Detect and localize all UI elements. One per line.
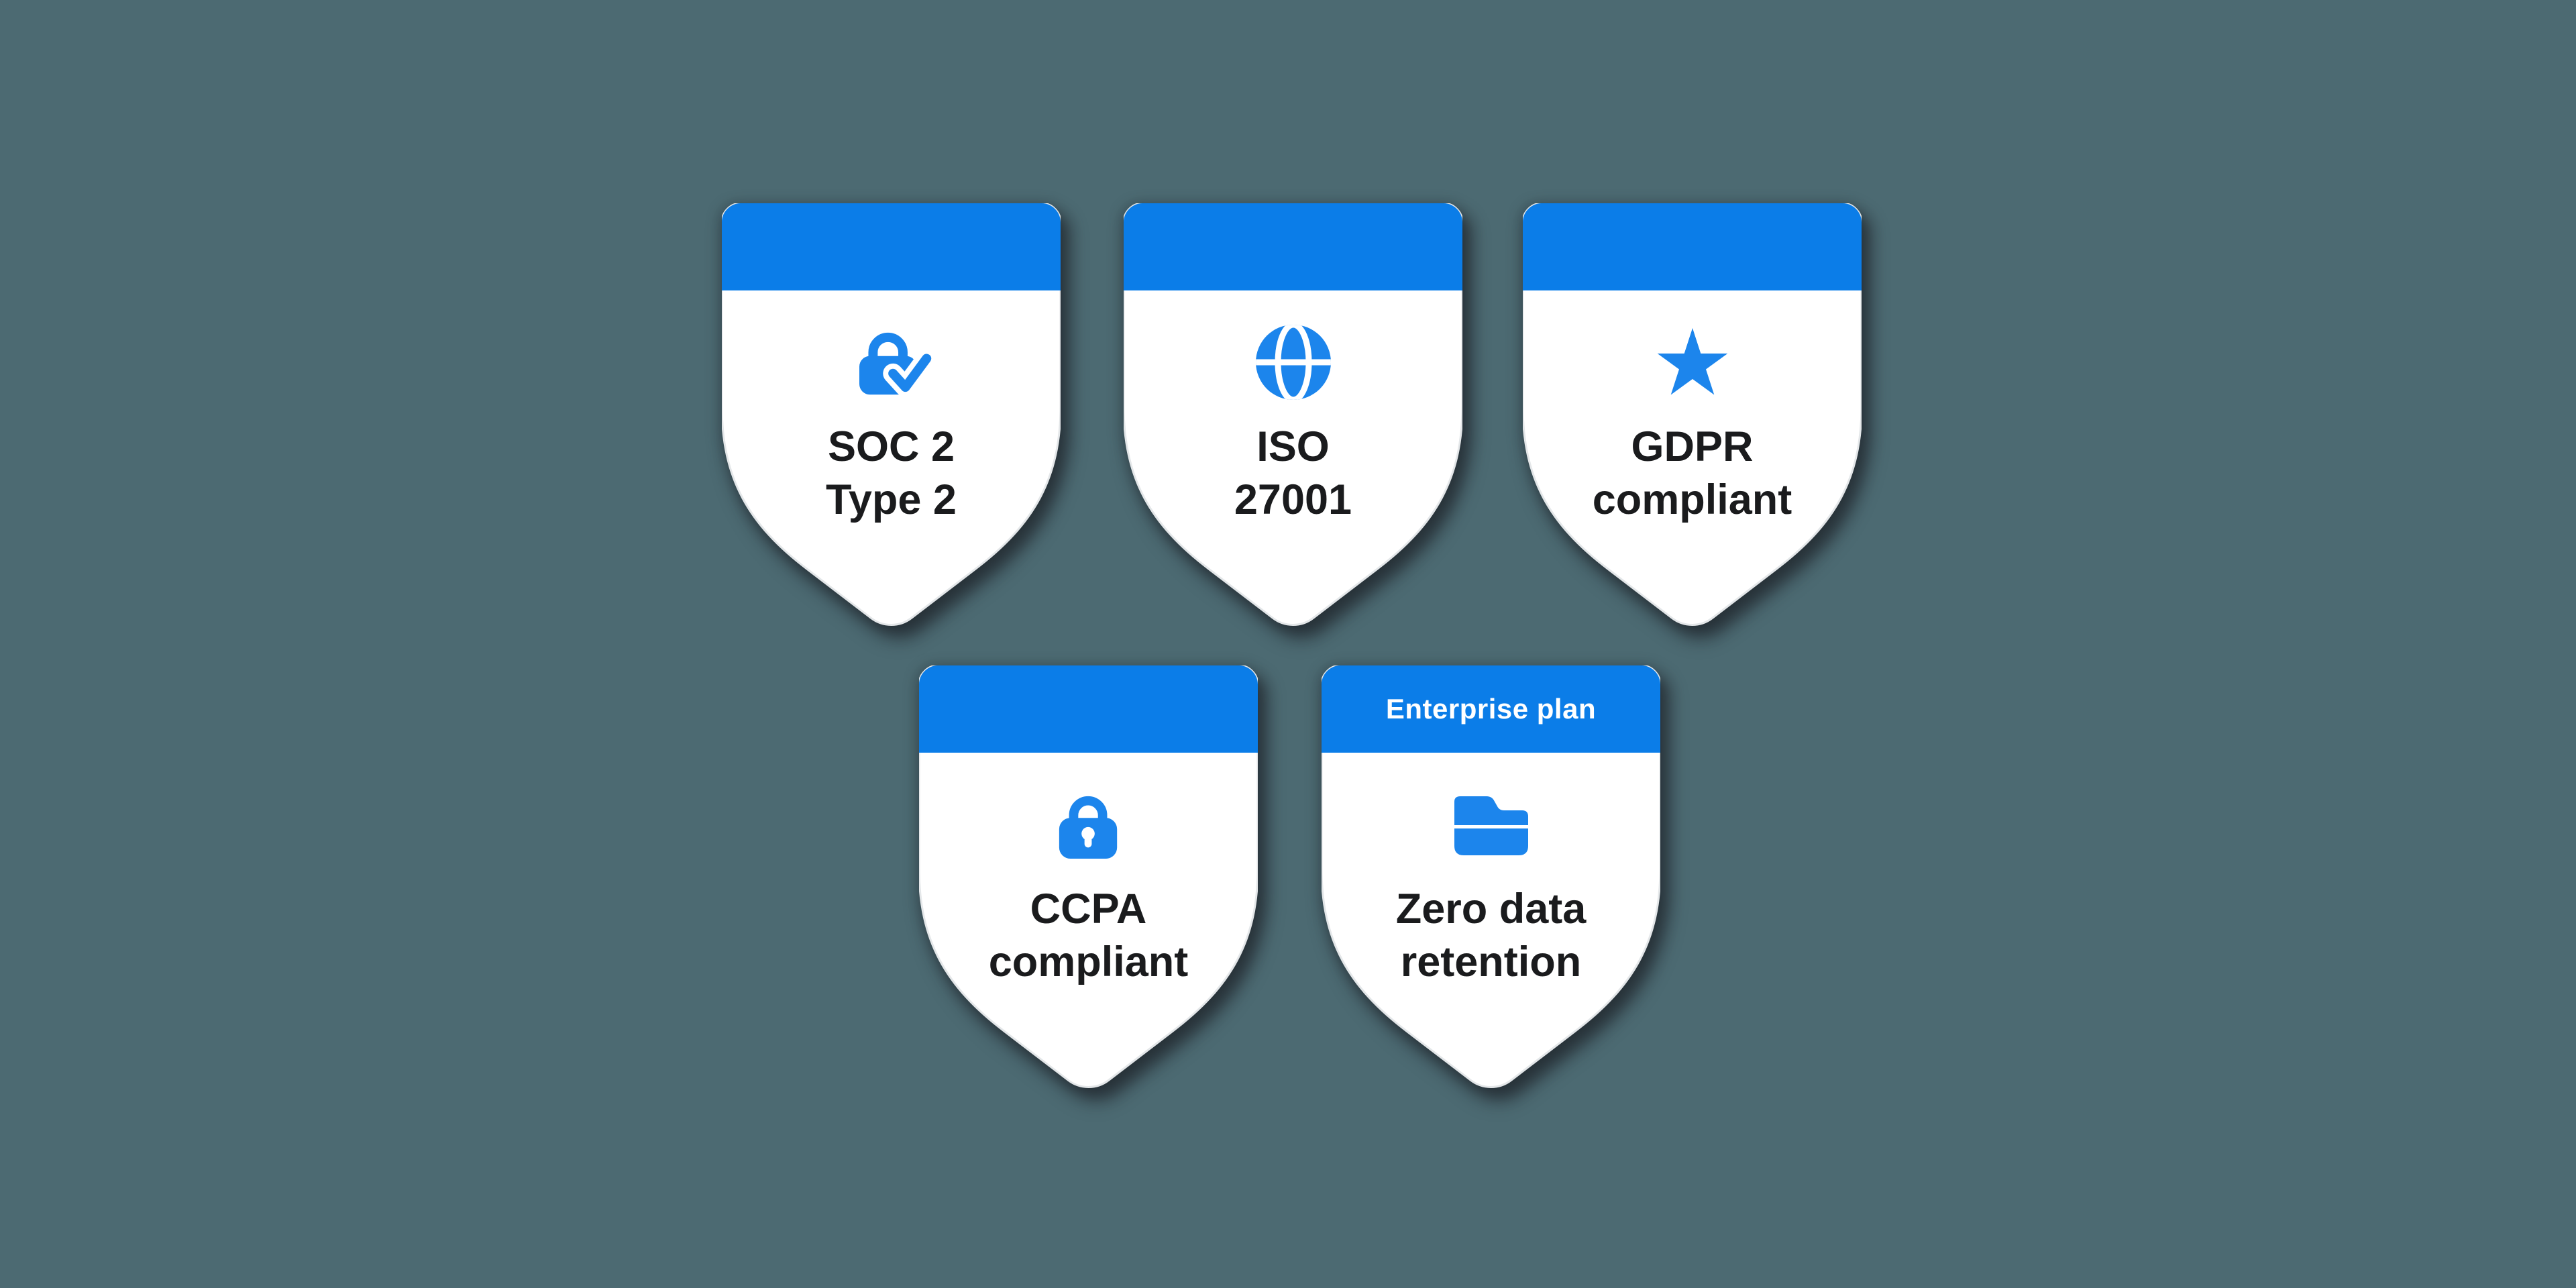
badge-soc2-type2: SOC 2 Type 2 xyxy=(722,203,1061,637)
badge-title: GDPR compliant xyxy=(1523,421,1862,527)
badge-title-line: Zero data xyxy=(1395,885,1587,932)
badge-title-line: 27001 xyxy=(1234,476,1352,523)
badge-title-line: Type 2 xyxy=(826,476,957,523)
badge-title-line: GDPR xyxy=(1631,423,1754,470)
badge-title-line: compliant xyxy=(1592,476,1792,523)
badge-icon-area xyxy=(1523,290,1862,434)
badge-title: Zero data retention xyxy=(1322,883,1660,989)
badge-title-line: CCPA xyxy=(1030,885,1147,932)
badge-icon-area xyxy=(722,290,1061,434)
badge-icon-area xyxy=(1322,753,1660,896)
badge-gdpr-compliant: GDPR compliant xyxy=(1523,203,1862,637)
folder-icon xyxy=(1454,796,1528,855)
shield-shape xyxy=(1523,203,1862,626)
badge-header-band xyxy=(1124,203,1462,290)
badge-title-line: SOC 2 xyxy=(827,423,955,470)
badge-icon-area xyxy=(919,753,1258,896)
shield-shape xyxy=(1124,203,1462,626)
lock-icon xyxy=(1059,796,1118,859)
badge-title-line: retention xyxy=(1400,938,1582,985)
badge-ccpa-compliant: CCPA compliant xyxy=(919,665,1258,1099)
badge-content: GDPR compliant xyxy=(1523,203,1862,637)
badge-title-line: compliant xyxy=(988,938,1189,985)
badge-icon-area xyxy=(1124,290,1462,434)
shield-shape xyxy=(919,665,1258,1088)
badge-header-band xyxy=(1523,203,1862,290)
badge-zero-data-retention: Enterprise plan Zero data retention xyxy=(1322,665,1660,1099)
badge-content: Enterprise plan Zero data retention xyxy=(1322,665,1660,1099)
badge-content: SOC 2 Type 2 xyxy=(722,203,1061,637)
badge-title: CCPA compliant xyxy=(919,883,1258,989)
badge-iso-27001: ISO 27001 xyxy=(1124,203,1462,637)
globe-icon xyxy=(1255,325,1331,400)
badge-title: ISO 27001 xyxy=(1124,421,1462,527)
badge-title-line: ISO xyxy=(1256,423,1330,470)
badge-header-band xyxy=(1322,665,1660,753)
badge-header-label: Enterprise plan xyxy=(1385,693,1597,724)
badge-content: ISO 27001 xyxy=(1124,203,1462,637)
badge-title: SOC 2 Type 2 xyxy=(722,421,1061,527)
lock-check-icon xyxy=(859,332,932,397)
star-icon xyxy=(1657,328,1727,395)
shield-shape xyxy=(1322,665,1660,1088)
badge-content: CCPA compliant xyxy=(919,665,1258,1099)
shield-shape xyxy=(722,203,1061,626)
badge-header-band xyxy=(722,203,1061,290)
badge-header-band xyxy=(919,665,1258,753)
